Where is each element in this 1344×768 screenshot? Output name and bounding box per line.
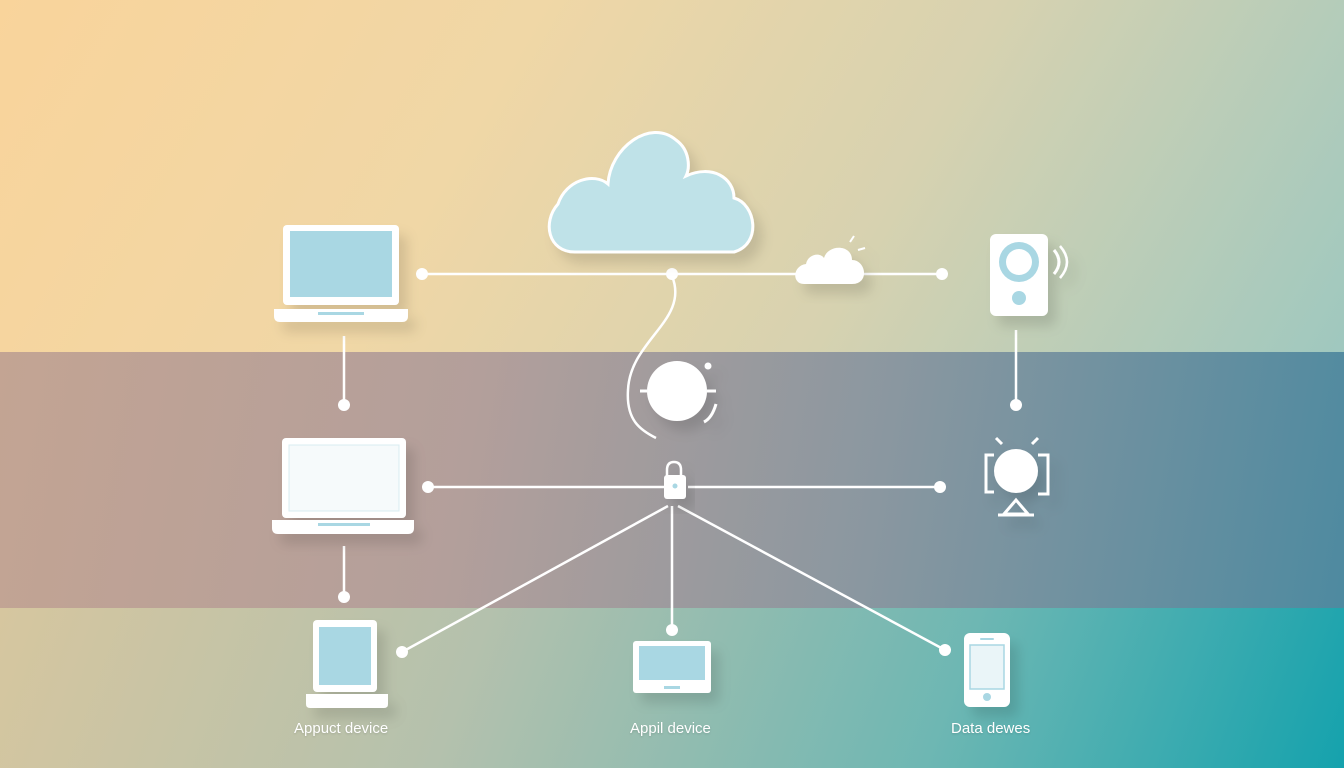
node-dot <box>396 646 408 658</box>
node-dot <box>1010 399 1022 411</box>
hub-globe-icon <box>640 361 718 424</box>
node-dots <box>338 268 1022 658</box>
node-dot <box>934 481 946 493</box>
camera-speaker-icon <box>990 234 1069 316</box>
tablet-icon <box>306 620 388 708</box>
smartphone-icon <box>964 633 1010 707</box>
lock-icon <box>664 460 686 499</box>
node-dot <box>666 268 678 280</box>
device-label-center: Appil device <box>630 720 711 737</box>
node-dot <box>936 268 948 280</box>
monitor-icon <box>633 641 711 693</box>
lock-to-tablet-line <box>401 504 669 654</box>
webcam-icon <box>984 436 1050 517</box>
device-label-right: Data dewes <box>951 720 1031 737</box>
laptop-icon <box>274 225 408 322</box>
device-label-left: Appuct device <box>294 720 389 737</box>
node-dot <box>416 268 428 280</box>
node-dot <box>666 624 678 636</box>
node-dot <box>939 644 951 656</box>
lock-to-phone-line <box>677 504 946 652</box>
node-dot <box>338 591 350 603</box>
cloud-icon <box>547 131 755 254</box>
small-cloud-icon <box>795 235 866 284</box>
node-dot <box>422 481 434 493</box>
node-dot <box>338 399 350 411</box>
hub-cable-line <box>626 275 677 440</box>
laptop-icon <box>272 438 414 534</box>
